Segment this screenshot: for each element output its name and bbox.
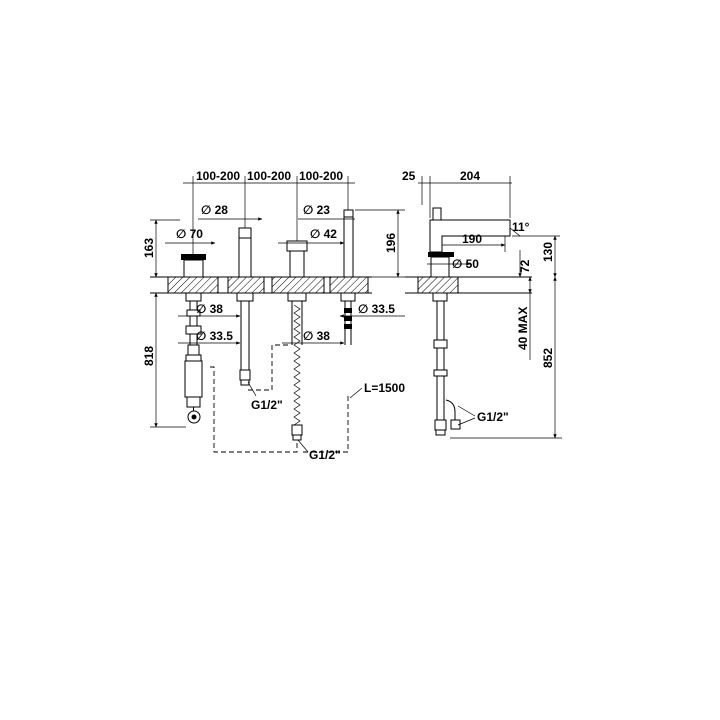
side-40max-label: 40 MAX bbox=[516, 307, 530, 350]
dia-28-label: ∅ 28 bbox=[201, 203, 228, 217]
front-vertical-dimensions: 163 818 196 bbox=[142, 209, 405, 428]
top-spacing-label-3: 100-200 bbox=[299, 169, 343, 183]
side-204-label: 204 bbox=[460, 169, 480, 183]
dia-38-label-b: ∅ 38 bbox=[303, 329, 330, 343]
top-spacing-label-1: 100-200 bbox=[196, 169, 240, 183]
top-spacing-dimension: 100-200 100-200 100-200 bbox=[183, 169, 355, 260]
side-11deg-label: 11° bbox=[512, 220, 530, 234]
thread-label-2: G1/2" bbox=[309, 448, 341, 462]
side-130-label: 130 bbox=[541, 242, 555, 262]
height-163-label: 163 bbox=[142, 238, 156, 258]
connection-pipes bbox=[210, 344, 349, 453]
hose-length-label: L=1500 bbox=[364, 381, 405, 395]
front-view: 100-200 100-200 100-200 bbox=[142, 169, 405, 462]
side-thread-label: G1/2" bbox=[477, 410, 509, 424]
dia-42-label: ∅ 42 bbox=[310, 227, 337, 241]
dia-70-label: ∅ 70 bbox=[176, 227, 203, 241]
spout-side bbox=[428, 207, 511, 436]
side-25-label: 25 bbox=[402, 169, 416, 183]
countertop-sections bbox=[150, 276, 372, 294]
top-spacing-label-2: 100-200 bbox=[247, 169, 291, 183]
side-190-label: 190 bbox=[462, 232, 482, 246]
dia-38-label-a: ∅ 38 bbox=[196, 302, 223, 316]
height-196-label: 196 bbox=[384, 233, 398, 253]
dia-33-5-label-b: ∅ 33.5 bbox=[358, 302, 395, 316]
height-818-label: 818 bbox=[142, 346, 156, 366]
side-dia-50-label: ∅ 50 bbox=[452, 257, 479, 271]
thread-label-1: G1/2" bbox=[251, 398, 283, 412]
front-callouts: G1/2" G1/2" L=1500 bbox=[247, 381, 405, 462]
front-diameter-labels: ∅ 28 ∅ 23 ∅ 70 ∅ 42 ∅ 38 ∅ 33.5 ∅ 38 ∅ 3… bbox=[165, 203, 405, 345]
dia-33-5-label-a: ∅ 33.5 bbox=[196, 329, 233, 343]
side-72-label: 72 bbox=[518, 259, 532, 273]
handle-left bbox=[181, 254, 206, 424]
spout-front bbox=[236, 227, 254, 386]
diverter-hose-unit bbox=[286, 240, 308, 441]
side-852-label: 852 bbox=[541, 348, 555, 368]
side-view: 25 204 190 11° ∅ 50 130 72 40 MAX 852 G1… bbox=[402, 169, 562, 439]
dia-23-label: ∅ 23 bbox=[303, 203, 330, 217]
side-dimensions: 25 204 190 11° ∅ 50 130 72 40 MAX 852 G1… bbox=[402, 169, 562, 439]
